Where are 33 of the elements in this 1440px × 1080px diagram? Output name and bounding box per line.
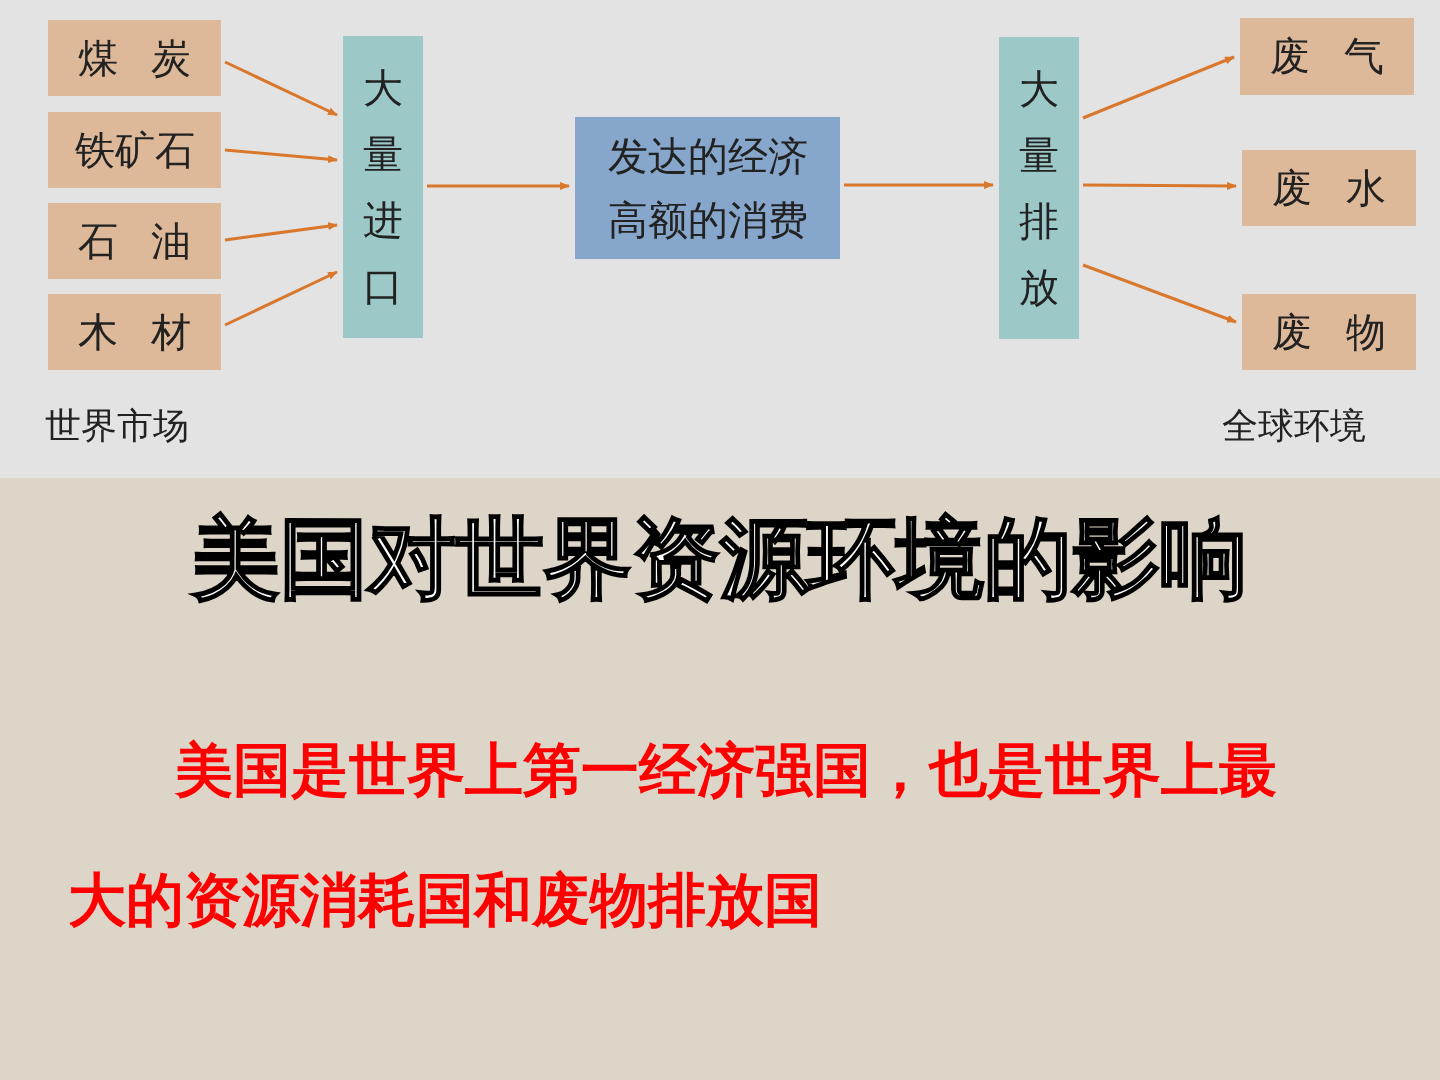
arrow bbox=[224, 222, 338, 242]
region-label: 全球环境 bbox=[1222, 404, 1366, 448]
material-box bbox=[1242, 294, 1416, 370]
material-box bbox=[1240, 18, 1414, 95]
node-label: 木材 bbox=[78, 307, 191, 357]
slide-title: 美国对世界资源环境的影响 bbox=[190, 506, 1249, 612]
region-label: 世界市场 bbox=[45, 404, 189, 448]
material-box bbox=[48, 294, 221, 370]
node-label: 废物 bbox=[1272, 307, 1386, 357]
arrow bbox=[224, 148, 338, 164]
node-label: 发达的经济高额的消费 bbox=[606, 132, 809, 245]
arrow bbox=[224, 270, 338, 327]
arrow bbox=[427, 182, 570, 190]
node-label: 大量进口 bbox=[363, 64, 403, 311]
material-box bbox=[48, 112, 221, 188]
node-label: 石油 bbox=[78, 216, 191, 266]
node-label: 废水 bbox=[1272, 163, 1386, 213]
arrow bbox=[844, 181, 994, 189]
material-box bbox=[1242, 150, 1416, 226]
node-label: 铁矿石 bbox=[74, 125, 195, 175]
material-box bbox=[48, 20, 221, 96]
arrow bbox=[1082, 263, 1237, 324]
process-box bbox=[999, 37, 1079, 339]
statement-text: 美国是世界上第一经济强国，也是世界上最大的资源消耗国和废物排放国 bbox=[68, 735, 1278, 936]
node-label: 大量排放 bbox=[1019, 65, 1059, 312]
process-box bbox=[343, 36, 423, 338]
node-label: 煤炭 bbox=[78, 33, 191, 83]
node-label: 废气 bbox=[1270, 32, 1384, 81]
process-box bbox=[575, 117, 840, 259]
arrow bbox=[224, 60, 338, 117]
material-box bbox=[48, 203, 221, 279]
arrow bbox=[1083, 181, 1237, 190]
arrow bbox=[1082, 55, 1235, 120]
